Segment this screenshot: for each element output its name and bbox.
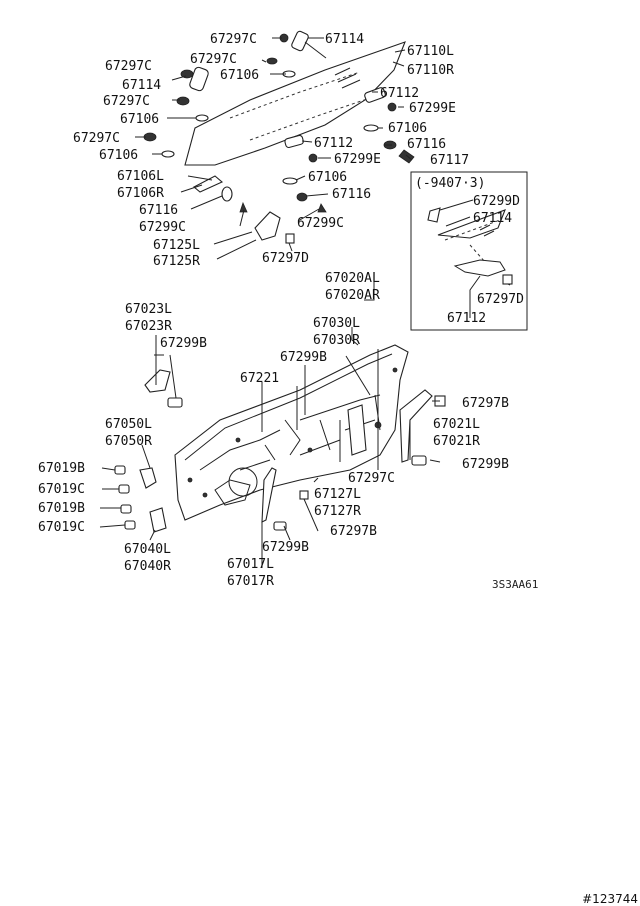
label-67017L: 67017L: [227, 557, 274, 572]
label-67106: 67106: [99, 148, 138, 163]
inset-title: (-9407·3): [415, 176, 485, 191]
glass-clips: [143, 30, 415, 244]
label-67221: 67221: [240, 371, 279, 386]
label-67110R: 67110R: [407, 63, 454, 78]
label-67019B: 67019B: [38, 461, 85, 476]
label-67019C: 67019C: [38, 520, 85, 535]
label-67019C: 67019C: [38, 482, 85, 497]
part-labels: 67297C 67114 67110L 67297C 67297C 67106 …: [38, 32, 524, 589]
label-67299C: 67299C: [297, 216, 344, 231]
diagram-reference-code: 3S3AA61: [492, 578, 539, 591]
label-67017R: 67017R: [227, 574, 274, 589]
label-67040R: 67040R: [124, 559, 171, 574]
label-67050R: 67050R: [105, 434, 152, 449]
label-67106: 67106: [308, 170, 347, 185]
door-shell: [174, 344, 409, 521]
label-67297B: 67297B: [330, 524, 377, 539]
label-67297C: 67297C: [210, 32, 257, 47]
door-parts: [114, 369, 446, 533]
label-67299C: 67299C: [139, 220, 186, 235]
label-67106L: 67106L: [117, 169, 164, 184]
label-67110L: 67110L: [407, 44, 454, 59]
label-67112: 67112: [380, 86, 419, 101]
label-67106: 67106: [388, 121, 427, 136]
label-67297D: 67297D: [477, 292, 524, 307]
leader-lines-top: [135, 37, 413, 260]
label-67299D: 67299D: [473, 194, 520, 209]
label-67020AR: 67020AR: [325, 288, 380, 303]
door-glass: [184, 41, 406, 166]
label-67297C: 67297C: [73, 131, 120, 146]
label-67106: 67106: [120, 112, 159, 127]
label-67299B: 67299B: [462, 457, 509, 472]
label-67299B: 67299B: [262, 540, 309, 555]
label-67125R: 67125R: [153, 254, 200, 269]
label-67297C: 67297C: [105, 59, 152, 74]
label-67021R: 67021R: [433, 434, 480, 449]
image-id-tag: #123744: [582, 892, 638, 906]
label-67297C: 67297C: [103, 94, 150, 109]
label-67297C: 67297C: [190, 52, 237, 67]
label-67299E: 67299E: [409, 101, 456, 116]
label-67023R: 67023R: [125, 319, 172, 334]
label-67023L: 67023L: [125, 302, 172, 317]
label-67112: 67112: [314, 136, 353, 151]
label-67127L: 67127L: [314, 487, 361, 502]
label-67030R: 67030R: [313, 333, 360, 348]
label-67116: 67116: [407, 137, 446, 152]
label-67020AL: 67020AL: [325, 271, 380, 286]
label-67117: 67117: [430, 153, 469, 168]
label-67299E: 67299E: [334, 152, 381, 167]
label-67299B: 67299B: [160, 336, 207, 351]
label-67114: 67114: [122, 78, 161, 93]
label-67106: 67106: [220, 68, 259, 83]
label-67116: 67116: [139, 203, 178, 218]
label-67114: 67114: [325, 32, 364, 47]
label-67116: 67116: [332, 187, 371, 202]
label-67021L: 67021L: [433, 417, 480, 432]
inset-box: [410, 171, 528, 331]
label-67297B: 67297B: [462, 396, 509, 411]
label-67297D: 67297D: [262, 251, 309, 266]
label-67112: 67112: [447, 311, 486, 326]
label-67030L: 67030L: [313, 316, 360, 331]
label-67106R: 67106R: [117, 186, 164, 201]
label-67299B: 67299B: [280, 350, 327, 365]
label-67125L: 67125L: [153, 238, 200, 253]
label-67297C: 67297C: [348, 471, 395, 486]
label-67019B: 67019B: [38, 501, 85, 516]
label-67050L: 67050L: [105, 417, 152, 432]
label-67114: 67114: [473, 211, 512, 226]
leader-lines-bottom: [99, 280, 441, 568]
label-67127R: 67127R: [314, 504, 361, 519]
label-67040L: 67040L: [124, 542, 171, 557]
